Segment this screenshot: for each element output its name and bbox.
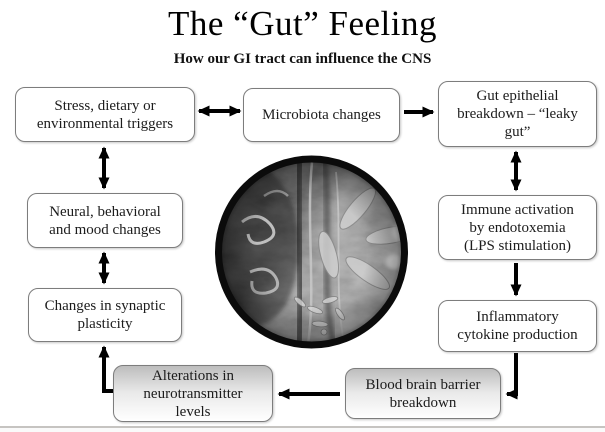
arrow-neurotransmitter-synaptic xyxy=(98,345,113,393)
node-neurotransmitter-alterations: Alterations in neurotransmitter levels xyxy=(113,365,273,422)
gut-microbiota-micrograph xyxy=(215,155,408,349)
node-label: Alterations in neurotransmitter levels xyxy=(143,367,243,420)
node-inflammatory-cytokines: Inflammatory cytokine production xyxy=(438,300,597,352)
node-label: Gut epithelial breakdown – “leaky gut” xyxy=(457,88,578,140)
node-neural-mood-changes: Neural, behavioral and mood changes xyxy=(27,193,183,248)
node-immune-activation: Immune activation by endotoxemia (LPS st… xyxy=(438,195,597,260)
node-label: Changes in synaptic plasticity xyxy=(44,298,166,332)
node-label: Stress, dietary or environmental trigger… xyxy=(36,97,174,132)
page-title: The “Gut” Feeling xyxy=(168,4,437,43)
node-label: Inflammatory cytokine production xyxy=(457,309,578,343)
node-label: Immune activation by endotoxemia (LPS st… xyxy=(461,201,574,254)
micrograph-ring xyxy=(215,155,408,349)
node-microbiota-changes: Microbiota changes xyxy=(243,88,400,142)
slide-bottom-edge xyxy=(0,426,605,428)
node-label: Blood brain barrier breakdown xyxy=(365,376,481,411)
node-gut-epithelial-breakdown: Gut epithelial breakdown – “leaky gut” xyxy=(438,81,597,147)
node-blood-brain-barrier: Blood brain barrier breakdown xyxy=(345,368,501,419)
node-stress-triggers: Stress, dietary or environmental trigger… xyxy=(15,87,195,142)
page-subtitle: How our GI tract can influence the CNS xyxy=(173,51,432,67)
node-label: Microbiota changes xyxy=(262,107,381,123)
node-label: Neural, behavioral and mood changes xyxy=(49,203,161,238)
below-slide-area xyxy=(0,428,605,432)
arrow-cytokines-bbb xyxy=(505,353,518,400)
node-synaptic-plasticity: Changes in synaptic plasticity xyxy=(28,288,182,342)
